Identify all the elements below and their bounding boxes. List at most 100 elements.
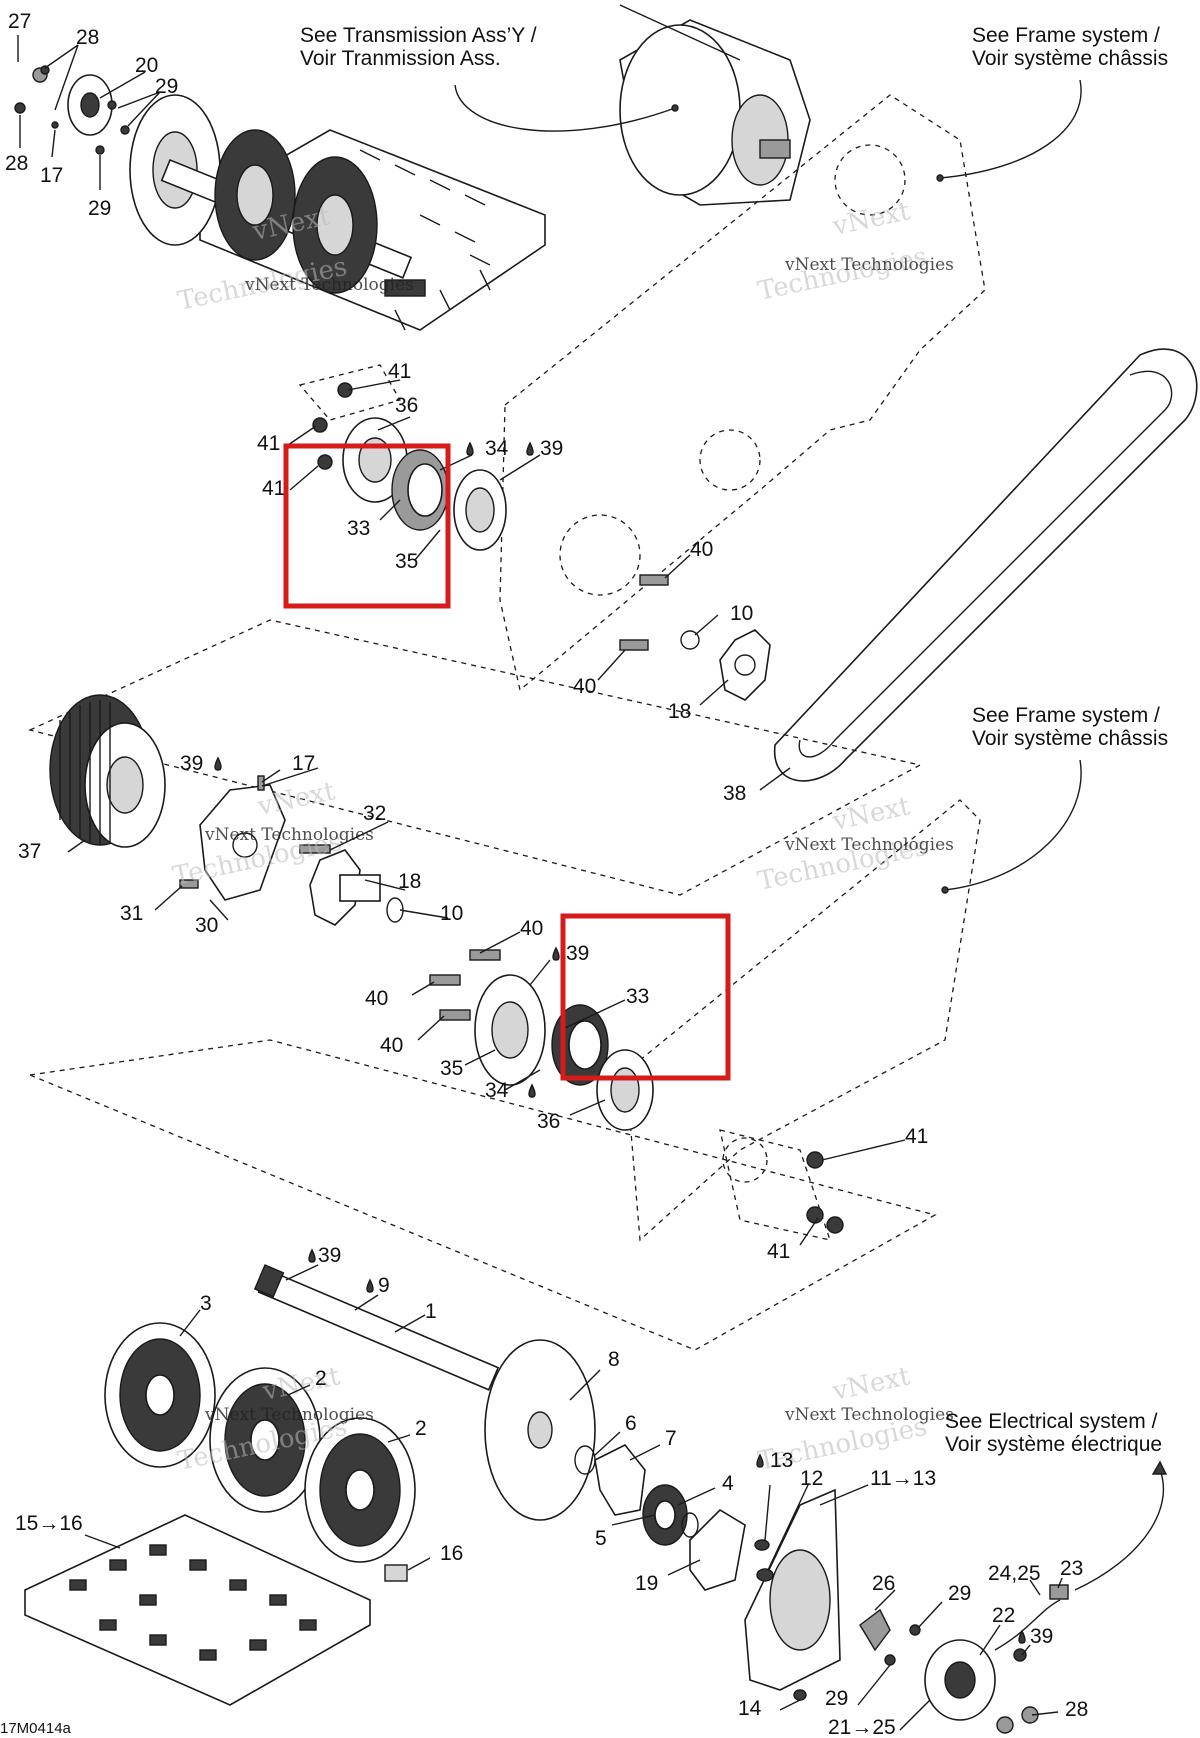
note-frame-mid-line2: Voir système châssis — [972, 727, 1168, 750]
callout-39: 39 — [540, 437, 563, 460]
callout-41c: 41 — [262, 477, 285, 500]
callout-39e: 39 — [1030, 1625, 1053, 1648]
note-electrical-line1: See Electrical system / — [945, 1410, 1158, 1433]
transmission-housing — [619, 4, 811, 206]
callout-40: 40 — [690, 538, 713, 561]
middle-hub-parts — [179, 775, 404, 926]
callout-17: 17 — [40, 164, 63, 187]
note-transmission-line2: Voir Tranmission Ass. — [300, 47, 501, 70]
callout-35b: 35 — [440, 1057, 463, 1080]
callout-21-25: 21→25 — [828, 1716, 896, 1738]
callout-41e: 41 — [767, 1240, 790, 1263]
note-frame-mid-line1: See Frame system / — [972, 704, 1160, 727]
top-drive-axle-assembly — [14, 65, 546, 331]
callout-17b: 17 — [292, 752, 315, 775]
callout-40d: 40 — [365, 987, 388, 1010]
drop-icon — [528, 1083, 536, 1098]
diagram-code: 17M0414a — [0, 1720, 72, 1737]
svg-text:vNext Technologies: vNext Technologies — [784, 835, 954, 855]
callout-2: 2 — [315, 1367, 327, 1390]
callout-31: 31 — [120, 902, 143, 925]
wheel-37 — [49, 694, 166, 848]
callout-2b: 2 — [415, 1417, 427, 1440]
callout-39c: 39 — [566, 942, 589, 965]
callout-34b: 34 — [485, 1079, 509, 1102]
brake-disc-and-bearing — [484, 1339, 746, 1591]
callout-20: 20 — [135, 54, 158, 77]
callout-5: 5 — [595, 1527, 607, 1550]
callout-40b: 40 — [573, 675, 596, 698]
callout-4: 4 — [722, 1472, 734, 1495]
callout-40c: 40 — [520, 917, 543, 940]
leader-lines — [17, 35, 1063, 1731]
drop-icon — [552, 946, 560, 961]
note-frame-top-line1: See Frame system / — [972, 24, 1160, 47]
callout-10b: 10 — [440, 902, 463, 925]
callout-39b: 39 — [180, 752, 203, 775]
drop-icon — [214, 756, 222, 771]
drop-icon — [366, 1278, 374, 1293]
callout-29c: 29 — [948, 1582, 971, 1605]
drop-icon — [1018, 1629, 1026, 1644]
note-frame-top-line2: Voir système châssis — [972, 47, 1168, 70]
callout-34: 34 — [485, 437, 509, 460]
callout-11-13: 11→13 — [870, 1467, 936, 1490]
reference-notes: See Transmission Ass’Y / Voir Tranmissio… — [300, 24, 1168, 1591]
callout-27: 27 — [8, 10, 31, 33]
callout-29d: 29 — [825, 1687, 848, 1710]
main-shaft — [253, 1264, 500, 1391]
svg-text:vNext: vNext — [829, 791, 913, 837]
callout-6: 6 — [625, 1412, 637, 1435]
lower-right-housing — [744, 1488, 1069, 1734]
svg-text:vNext Technologies: vNext Technologies — [244, 275, 414, 295]
callout-41d: 41 — [905, 1125, 928, 1148]
upper-bearing-stack — [298, 364, 771, 701]
drop-icon — [526, 441, 534, 456]
callout-18: 18 — [668, 700, 691, 723]
callout-28: 28 — [76, 26, 99, 49]
callout-23: 23 — [1060, 1557, 1083, 1580]
callout-12: 12 — [800, 1467, 823, 1490]
highlight-box-lower — [560, 913, 731, 1081]
note-electrical-line2: Voir système électrique — [945, 1433, 1162, 1456]
callout-14: 14 — [738, 1697, 762, 1720]
callout-40e: 40 — [380, 1034, 403, 1057]
callout-numbers: 27 28 20 29 28 17 29 41 36 41 34 39 41 3… — [5, 10, 1088, 1738]
svg-text:vNext Technologies: vNext Technologies — [204, 825, 374, 845]
callout-39d: 39 — [318, 1244, 341, 1267]
drop-icon — [466, 441, 474, 456]
callout-33b: 33 — [626, 985, 649, 1008]
callout-10: 10 — [730, 602, 753, 625]
callout-30: 30 — [195, 914, 218, 937]
callout-35: 35 — [395, 550, 418, 573]
lower-assembly-box — [27, 1039, 937, 1351]
note-transmission-line1: See Transmission Ass’Y / — [300, 24, 537, 47]
callout-29b: 29 — [88, 197, 111, 220]
lower-sprockets — [104, 1322, 416, 1563]
callout-36b: 36 — [537, 1110, 560, 1133]
callout-15-16: 15→16 — [15, 1512, 83, 1535]
callout-1: 1 — [425, 1300, 437, 1323]
callout-13: 13 — [770, 1449, 793, 1472]
svg-text:vNext: vNext — [254, 776, 338, 822]
drop-icon — [308, 1248, 316, 1263]
callout-26: 26 — [872, 1572, 895, 1595]
callout-41: 41 — [388, 360, 411, 383]
callout-36: 36 — [395, 394, 418, 417]
drop-icon — [756, 1453, 764, 1468]
callout-29: 29 — [155, 75, 178, 98]
callout-37: 37 — [18, 840, 41, 863]
callout-19: 19 — [635, 1572, 658, 1595]
svg-text:vNext: vNext — [829, 196, 913, 242]
callout-38: 38 — [723, 782, 746, 805]
callout-24-25: 24,25 — [988, 1562, 1041, 1585]
svg-text:vNext: vNext — [829, 1361, 913, 1407]
callout-8: 8 — [608, 1348, 620, 1371]
callout-22: 22 — [992, 1604, 1015, 1627]
svg-text:vNext Technologies: vNext Technologies — [204, 1405, 374, 1425]
lower-track-plate — [24, 1514, 408, 1706]
callout-16: 16 — [440, 1542, 463, 1565]
callout-41b: 41 — [257, 432, 280, 455]
svg-text:vNext Technologies: vNext Technologies — [784, 1405, 954, 1425]
